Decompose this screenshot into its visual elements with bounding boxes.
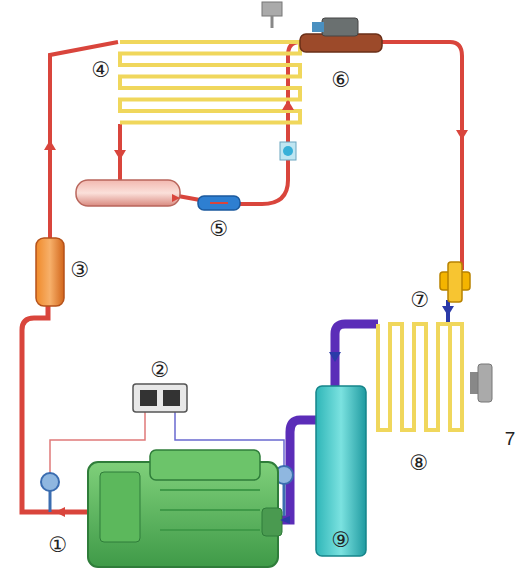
callout-number: ④	[92, 60, 111, 81]
callout-number: ③	[71, 260, 90, 281]
callout-number: ⑥	[332, 70, 351, 91]
page-number: 7	[505, 429, 516, 448]
evaporator-coil	[378, 324, 464, 430]
condenser-coil	[120, 42, 300, 123]
callout-number: ⑦	[411, 290, 430, 311]
callout-number: ⑨	[332, 530, 351, 551]
callout-number: ⑤	[210, 219, 229, 240]
callout-number: ②	[151, 360, 170, 381]
callout-number: ①	[49, 535, 68, 556]
callout-number: ⑧	[410, 453, 429, 474]
